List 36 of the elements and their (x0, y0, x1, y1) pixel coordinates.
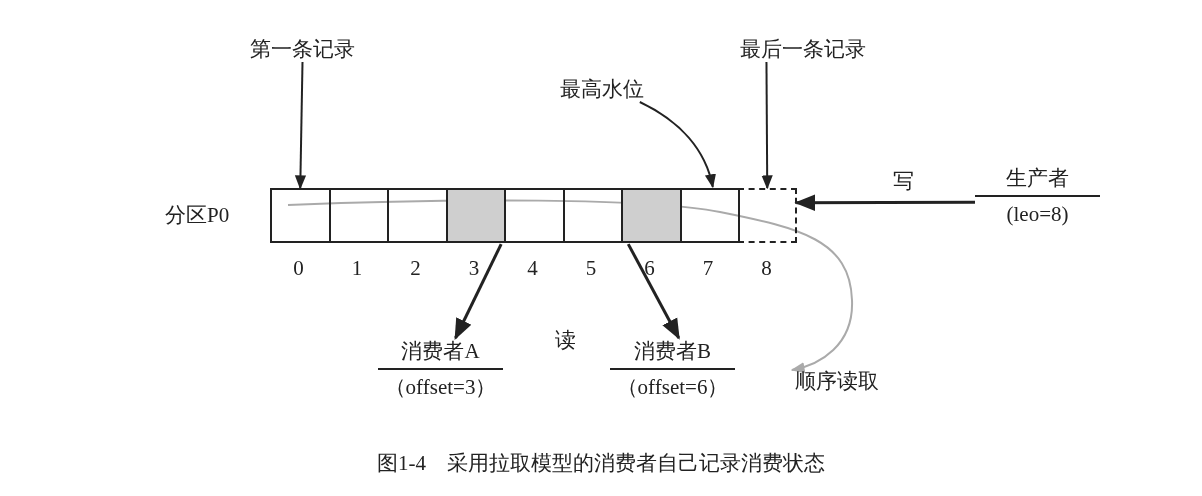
cell-index: 7 (702, 255, 714, 281)
log-cell (621, 188, 682, 243)
cell-index: 8 (761, 255, 772, 281)
producer-label: 生产者 (975, 165, 1100, 197)
figure-caption: 图1-4 采用拉取模型的消费者自己记录消费状态 (376, 450, 826, 476)
consumer-label: 消费者A (378, 338, 503, 370)
consumer-offset: （offset=6） (615, 374, 730, 400)
read-label: 读 (555, 327, 576, 353)
cell-index: 0 (293, 255, 304, 281)
partition-label: 分区P0 (165, 202, 230, 228)
log-cell (445, 188, 506, 243)
log-cell (738, 188, 797, 243)
cell-index: 1 (351, 255, 363, 281)
high-watermark-label: 最高水位 (560, 76, 644, 102)
arrow (794, 194, 975, 212)
record-pointer-label: 最后一条记录 (740, 36, 866, 62)
cell-index: 2 (410, 255, 421, 281)
arrow (638, 101, 716, 189)
log-cell (679, 188, 740, 243)
arrow (626, 243, 681, 340)
consumer-label: 消费者B (610, 338, 735, 370)
cell-index: 5 (585, 255, 597, 281)
arrow (761, 61, 773, 190)
sequential-read-label: 顺序读取 (795, 368, 879, 394)
edge-label: 写 (893, 168, 914, 194)
log-cell (504, 188, 565, 243)
log-cell (270, 188, 331, 243)
record-pointer-label: 第一条记录 (250, 36, 355, 62)
cell-index: 3 (468, 255, 480, 281)
arrow (294, 61, 307, 190)
consumer-offset: （offset=3） (383, 374, 498, 400)
log-cell (328, 188, 389, 243)
producer-offset: (leo=8) (1005, 201, 1070, 227)
cell-index: 4 (527, 255, 538, 281)
cell-index: 6 (644, 255, 655, 281)
arrow (454, 243, 503, 340)
